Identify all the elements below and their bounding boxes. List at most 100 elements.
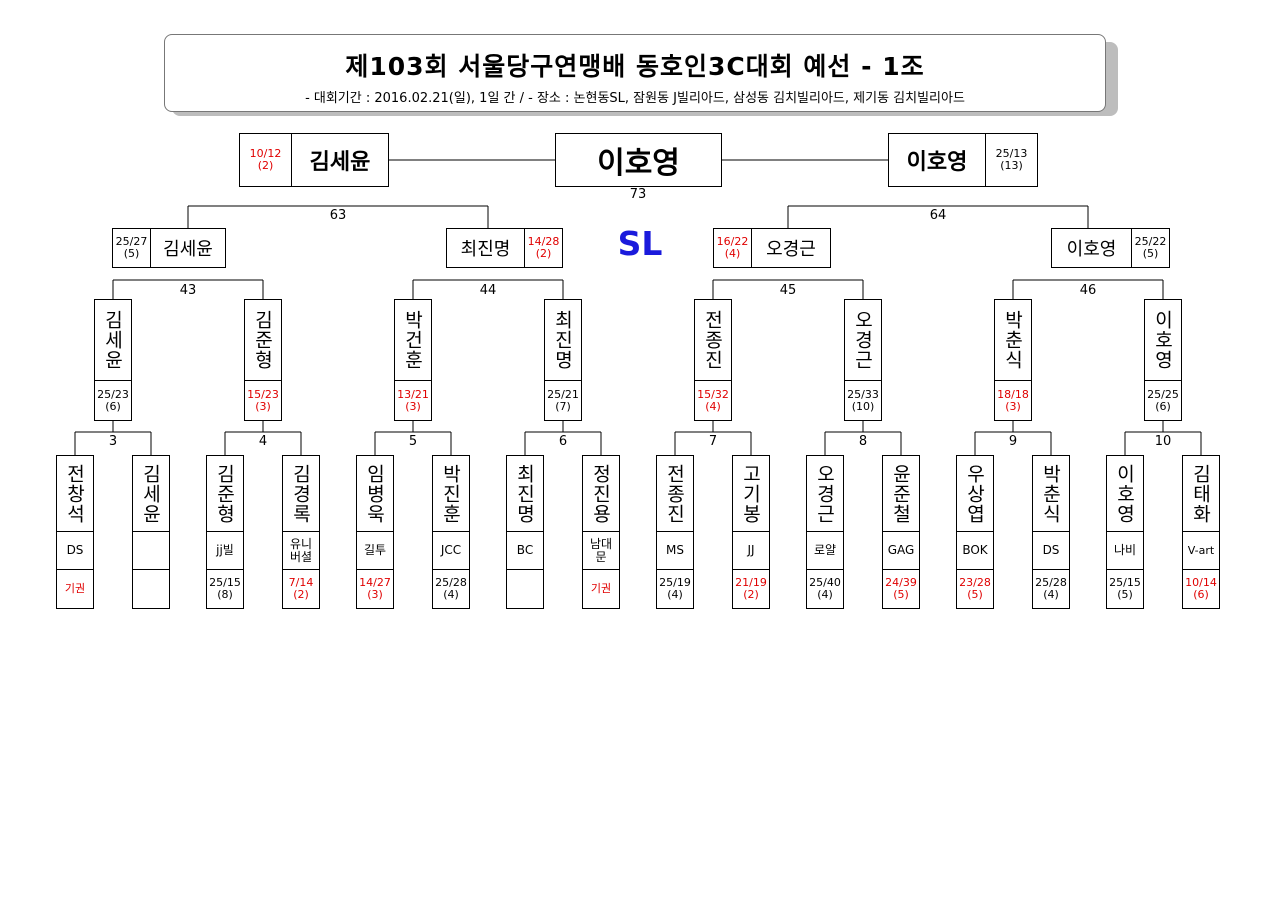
match-number-quarter-1: 43: [179, 283, 197, 298]
player-club: 남대 문: [583, 532, 619, 570]
semi-1-left-name: 김세윤: [163, 239, 213, 260]
match-number-final: 73: [629, 187, 647, 202]
player-club: BOK: [957, 532, 993, 570]
player-name: 김태화: [1183, 456, 1219, 532]
player-score: [507, 570, 543, 608]
player-club: DS: [57, 532, 93, 570]
player-name: 전창석: [57, 456, 93, 532]
semi-2-left-score: 16/22(4): [714, 229, 752, 267]
match-number-quarter-4: 46: [1079, 283, 1097, 298]
final-left-box: 10/12(2) 김세윤: [239, 133, 389, 187]
page-title: 제103회 서울당구연맹배 동호인3C대회 예선 - 1조: [345, 52, 925, 81]
semi-1-right-name: 최진명: [460, 239, 511, 260]
quarter-2-player-2: 최진명 25/21(7): [544, 299, 582, 421]
player-score: 25/15(5): [1109, 576, 1141, 601]
semi-1-right-score: 14/28(2): [524, 229, 562, 267]
player-name: 정진용: [583, 456, 619, 532]
match-number-round1-2: 4: [258, 434, 268, 449]
player-club: JCC: [433, 532, 469, 570]
player-name: 최진명: [545, 300, 581, 381]
semi-2-right-score: 25/22(5): [1131, 229, 1169, 267]
match-number-semi-2: 64: [929, 208, 947, 223]
player-score: 7/14(2): [288, 576, 314, 601]
player-name: 윤준철: [883, 456, 919, 532]
player-score: 25/40(4): [809, 576, 841, 601]
player-score: 25/21(7): [547, 388, 579, 413]
player-score: 24/39(5): [885, 576, 917, 601]
player-score: 15/23(3): [247, 388, 279, 413]
player-score: 15/32(4): [697, 388, 729, 413]
match-number-quarter-2: 44: [479, 283, 497, 298]
player-name: 이호영: [1145, 300, 1181, 381]
player-name: 고기봉: [733, 456, 769, 532]
final-right-box: 이호영 25/13(13): [888, 133, 1038, 187]
player-name: 이호영: [1107, 456, 1143, 532]
player-score: 23/28(5): [959, 576, 991, 601]
semi-2-right-name: 이호영: [1066, 239, 1117, 260]
final-left-name: 김세윤: [309, 150, 371, 175]
semi-2-right-box: 이호영 25/22(5): [1051, 228, 1170, 268]
player-club: V-art: [1183, 532, 1219, 570]
player-name: 박춘식: [995, 300, 1031, 381]
player-club: GAG: [883, 532, 919, 570]
player-name: 박진훈: [433, 456, 469, 532]
player-name: 박춘식: [1033, 456, 1069, 532]
player-club: 유니 버셜: [283, 532, 319, 570]
player-score: 25/23(6): [97, 388, 129, 413]
player-club: DS: [1033, 532, 1069, 570]
semi-1-right-box: 최진명 14/28(2): [446, 228, 563, 268]
tournament-info: - 대회기간 : 2016.02.21(일), 1일 간 / - 장소 : 논현…: [305, 91, 965, 106]
player-name: 우상엽: [957, 456, 993, 532]
player-score: 18/18(3): [997, 388, 1029, 413]
semi-1-left-score: 25/27(5): [113, 229, 151, 267]
player-name: 김준형: [207, 456, 243, 532]
player-score: 25/19(4): [659, 576, 691, 601]
player-club: BC: [507, 532, 543, 570]
final-winner-box: 이호영: [555, 133, 722, 187]
player-club: 나비: [1107, 532, 1143, 570]
player-score: 기권: [590, 582, 612, 595]
player-score: [133, 570, 169, 608]
player-score: 14/27(3): [359, 576, 391, 601]
match-number-quarter-3: 45: [779, 283, 797, 298]
round1-match-1-player-2: 김세윤: [132, 455, 170, 609]
player-score: 기권: [64, 582, 86, 595]
player-score: 10/14(6): [1185, 576, 1217, 601]
match-number-round1-3: 5: [408, 434, 418, 449]
player-name: 최진명: [507, 456, 543, 532]
match-number-round1-1: 3: [108, 434, 118, 449]
player-name: 김세윤: [133, 456, 169, 532]
player-name: 김준형: [245, 300, 281, 381]
quarter-1-player-2: 김준형 15/23(3): [244, 299, 282, 421]
player-score: 25/28(4): [435, 576, 467, 601]
match-number-round1-5: 7: [708, 434, 718, 449]
player-name: 김경록: [283, 456, 319, 532]
match-number-round1-6: 8: [858, 434, 868, 449]
match-number-round1-8: 10: [1154, 434, 1172, 449]
player-score: 13/21(3): [397, 388, 429, 413]
player-club: 길투: [357, 532, 393, 570]
final-right-name: 이호영: [906, 150, 968, 175]
match-number-round1-7: 9: [1008, 434, 1018, 449]
player-score: 25/33(10): [847, 388, 879, 413]
player-name: 전종진: [657, 456, 693, 532]
match-number-semi-1: 63: [329, 208, 347, 223]
